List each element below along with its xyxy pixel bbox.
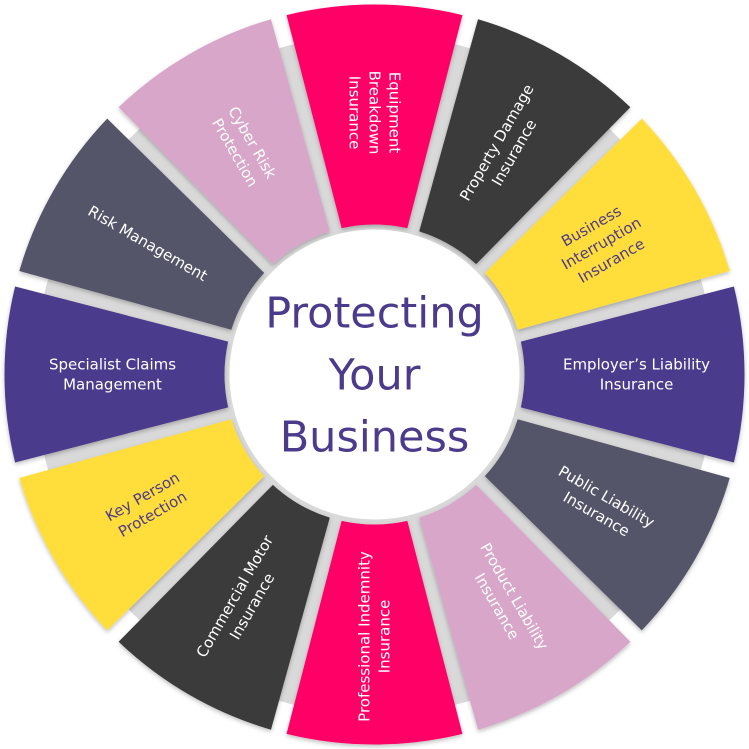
segment-block xyxy=(19,118,265,330)
segment-label-line: Insurance xyxy=(600,376,674,394)
segment-block xyxy=(118,484,330,730)
gap-ring xyxy=(34,34,715,715)
segment-block xyxy=(419,19,631,265)
segment-3: BusinessInterruptionInsurance xyxy=(484,118,730,330)
segment-label-line: Management xyxy=(63,376,162,394)
center-title-line: Your xyxy=(328,351,421,401)
segment-label-line: Insurance xyxy=(376,600,394,674)
segment-6: Product LiabilityInsurance xyxy=(419,484,631,730)
segment-block xyxy=(520,286,745,463)
center-title-line: Business xyxy=(280,413,470,463)
segment-label-line: Specialist Claims xyxy=(49,356,176,374)
segment-12: Cyber RiskProtection xyxy=(118,19,330,265)
segment-block xyxy=(118,19,330,265)
segment-9: Key PersonProtection xyxy=(19,419,265,631)
segment-label-line: Equipment xyxy=(386,72,404,154)
segment-8: Commercial MotorInsurance xyxy=(118,484,330,730)
segment-block xyxy=(286,520,463,745)
segment-label-line: Insurance xyxy=(346,76,364,150)
gap-ring-fill xyxy=(34,34,715,715)
segment-block xyxy=(419,484,631,730)
segment-label-line: Professional Indemnity xyxy=(356,551,374,722)
segment-label-line: Employer’s Liability xyxy=(563,356,710,374)
segment-5: Public LiabilityInsurance xyxy=(484,419,730,631)
segment-label: EquipmentBreakdownInsurance xyxy=(346,71,404,155)
center-title-line: Protecting xyxy=(265,289,484,339)
segment-label-line: Breakdown xyxy=(366,71,384,155)
segment-block xyxy=(484,118,730,330)
segment-block xyxy=(19,419,265,631)
segment-1: EquipmentBreakdownInsurance xyxy=(286,4,463,229)
center-disc xyxy=(229,229,520,520)
segment-block xyxy=(484,419,730,631)
segment-block xyxy=(286,4,463,229)
segment-2: Property DamageInsurance xyxy=(419,19,631,265)
segment-block xyxy=(4,286,229,463)
segment-11: Risk Management xyxy=(19,118,265,330)
